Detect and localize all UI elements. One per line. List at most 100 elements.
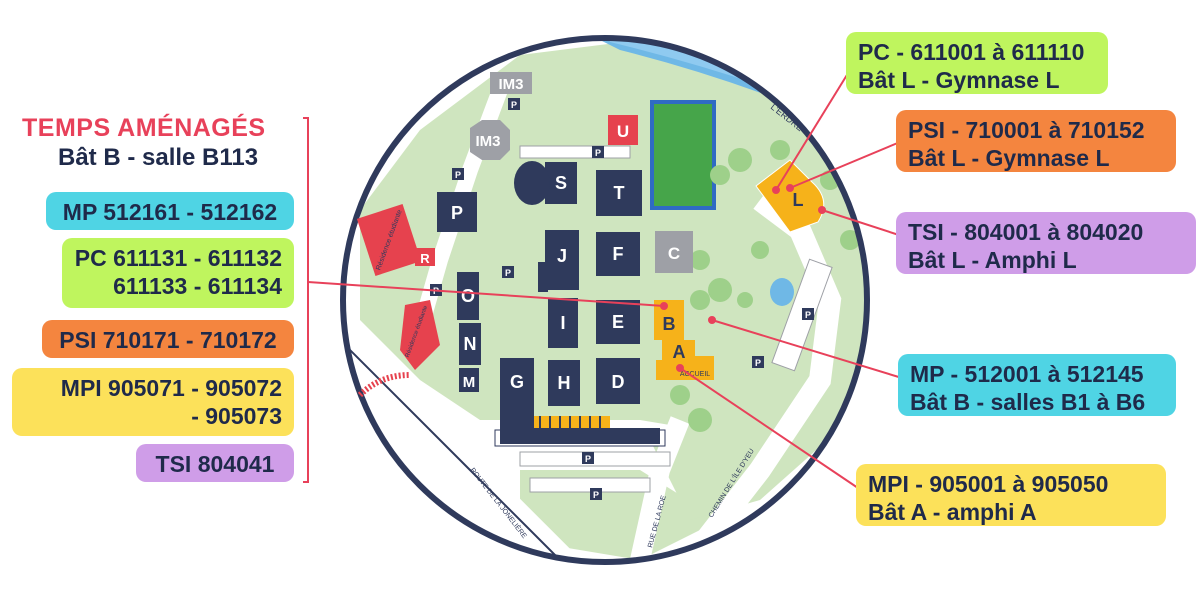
svg-text:P: P: [585, 454, 591, 464]
callout-left-mpi: MPI 905071 - 905072 - 905073: [12, 368, 294, 436]
building-s[interactable]: [514, 161, 577, 205]
building-b[interactable]: B: [654, 300, 684, 340]
parking-strip-2: [519, 451, 671, 467]
callout-right-tsi: TSI - 804001 à 804020 Bât L - Amphi L: [896, 212, 1196, 274]
svg-text:S: S: [555, 173, 567, 193]
svg-text:U: U: [617, 122, 629, 141]
callout-line2: Bât L - Gymnase L: [908, 145, 1110, 171]
building-j[interactable]: [538, 230, 579, 292]
parking-icon: P: [452, 168, 464, 180]
svg-text:O: O: [461, 286, 475, 306]
parking-icon: P: [592, 146, 604, 158]
building-im3-top[interactable]: IM3: [490, 72, 532, 94]
svg-text:P: P: [511, 100, 517, 110]
building-t[interactable]: [596, 170, 642, 216]
callout-text: TSI 804041: [155, 451, 275, 477]
callout-line2: 611133 - 611134: [113, 273, 282, 299]
callout-line1: PSI - 710001 à 710152: [908, 117, 1145, 143]
callout-line2: Bât L - Gymnase L: [858, 67, 1060, 93]
svg-text:N: N: [464, 334, 477, 354]
building-u[interactable]: U: [608, 115, 638, 145]
building-g[interactable]: [500, 358, 534, 428]
callout-left-tsi: TSI 804041: [136, 444, 294, 482]
svg-text:E: E: [612, 312, 624, 332]
residence-2: Résidence étudiante: [400, 300, 440, 370]
svg-text:G: G: [510, 372, 524, 392]
building-im3[interactable]: IM3: [470, 120, 510, 160]
parking-icon: P: [582, 452, 594, 464]
svg-text:P: P: [455, 170, 461, 180]
svg-text:P: P: [451, 203, 463, 223]
svg-text:F: F: [613, 244, 624, 264]
building-r[interactable]: R: [415, 248, 435, 266]
building-e[interactable]: [596, 300, 640, 344]
parking-markers: P P P P P P P P P: [430, 98, 814, 500]
building-l[interactable]: L: [755, 159, 825, 233]
callout-line2: Bât B - salles B1 à B6: [910, 389, 1146, 415]
callout-right-psi: PSI - 710001 à 710152 Bât L - Gymnase L: [896, 110, 1176, 172]
callout-line1: MPI - 905001 à 905050: [868, 471, 1109, 497]
building-o[interactable]: [457, 272, 479, 320]
residence-1: Résidence étudiante: [356, 204, 422, 276]
callout-line1: PC 611131 - 611132: [74, 245, 282, 271]
parking-icon: P: [502, 266, 514, 278]
svg-text:D: D: [612, 372, 625, 392]
callout-line1: PC - 611001 à 611110: [858, 39, 1085, 65]
building-f[interactable]: [596, 232, 640, 276]
svg-text:IM3: IM3: [475, 133, 500, 150]
pointer-lines: [307, 69, 903, 489]
left-heading: TEMPS AMÉNAGÉS: [22, 114, 266, 142]
svg-text:J: J: [557, 246, 567, 266]
building-a[interactable]: A ACCUEIL: [656, 340, 714, 380]
pond: [770, 278, 794, 306]
parking-strip-north: [519, 145, 631, 159]
callout-right-pc: PC - 611001 à 611110 Bât L - Gymnase L: [846, 32, 1108, 94]
svg-text:C: C: [668, 244, 680, 263]
left-bracket: [303, 117, 309, 483]
covered-walkway: [500, 428, 660, 444]
parking-icon: P: [508, 98, 520, 110]
parking-icon: P: [590, 488, 602, 500]
svg-text:IM3: IM3: [498, 76, 523, 93]
boundary-arc: [357, 372, 411, 398]
svg-text:P: P: [505, 268, 511, 278]
callout-text: MP 512161 - 512162: [62, 199, 278, 225]
road-roe: [630, 416, 690, 562]
svg-text:ACCUEIL: ACCUEIL: [680, 371, 710, 378]
parking-icon: P: [802, 308, 814, 320]
building-n[interactable]: [459, 323, 481, 365]
svg-text:M: M: [463, 374, 476, 391]
callout-left-pc: PC 611131 - 611132 611133 - 611134: [62, 238, 294, 308]
building-p[interactable]: [437, 192, 477, 232]
callout-right-mp: MP - 512001 à 512145 Bât B - salles B1 à…: [898, 354, 1176, 416]
svg-text:P: P: [593, 490, 599, 500]
svg-text:R: R: [420, 251, 430, 266]
callout-line1: TSI - 804001 à 804020: [908, 219, 1144, 245]
svg-text:T: T: [614, 183, 625, 203]
building-i[interactable]: [548, 298, 578, 348]
callout-line1: MP - 512001 à 512145: [910, 361, 1144, 387]
svg-text:P: P: [595, 148, 601, 158]
svg-text:A: A: [673, 342, 686, 362]
building-m[interactable]: [459, 368, 479, 392]
svg-text:H: H: [558, 373, 571, 393]
svg-text:B: B: [663, 314, 676, 334]
callout-right-mpi: MPI - 905001 à 905050 Bât A - amphi A: [856, 464, 1166, 526]
callout-text: PSI 710171 - 710172: [59, 327, 277, 353]
building-d[interactable]: [596, 358, 640, 404]
callout-line2: Bât A - amphi A: [868, 499, 1037, 525]
callout-left-psi: PSI 710171 - 710172: [42, 320, 294, 358]
svg-text:I: I: [560, 313, 565, 333]
callout-line2: Bât L - Amphi L: [908, 247, 1077, 273]
sports-field: [654, 104, 712, 206]
parking-icon: P: [752, 356, 764, 368]
svg-text:L: L: [793, 190, 804, 210]
callout-left-mp: MP 512161 - 512162: [46, 192, 294, 230]
building-c[interactable]: C: [655, 231, 693, 273]
trees: [670, 140, 860, 432]
road-joneliere-edge: [343, 329, 561, 561]
building-h[interactable]: [548, 360, 580, 406]
left-subheading: Bât B - salle B113: [58, 144, 259, 171]
svg-text:P: P: [755, 358, 761, 368]
